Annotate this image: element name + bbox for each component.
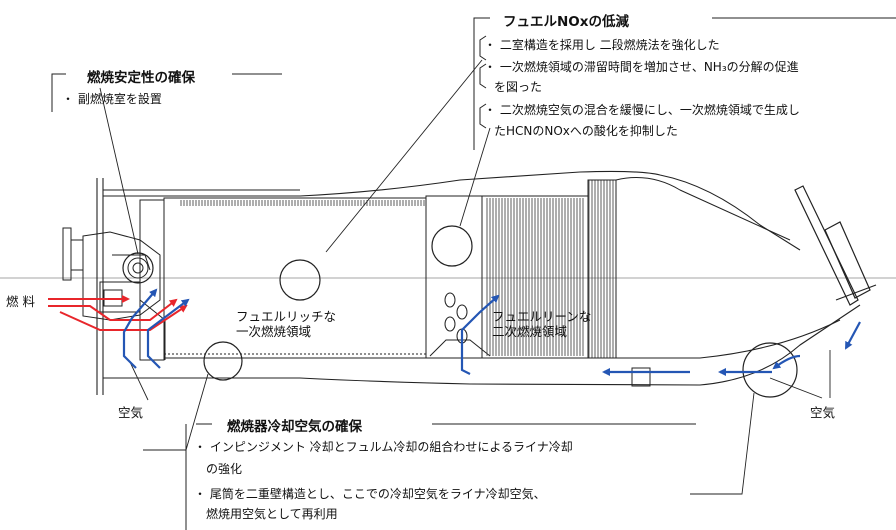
exit-frame — [794, 185, 877, 306]
highlight-circles — [122, 225, 798, 398]
cooling-item: ・ インピンジメント 冷却とフュルム冷却の組合わせによるライナ冷却 — [194, 440, 573, 454]
pedestal — [631, 367, 651, 387]
stability-callout-title: 燃焼安定性の確保 — [82, 66, 200, 86]
nox-item: ・ 二室構造を採用し 二段燃焼法を強化した — [484, 38, 720, 52]
air-flow-arrows — [122, 288, 861, 376]
nox-item: を図った — [494, 80, 543, 94]
cooling-item: の強化 — [206, 462, 243, 476]
nox-item: ・ 一次燃焼領域の滞留時間を増加させ、NH₃の分解の促進 — [484, 60, 799, 74]
rich-zone-label: フュエルリッチな — [236, 309, 337, 324]
nox-callout-title: フュエルNOxの低減 — [498, 10, 634, 30]
leader-lines — [99, 59, 831, 495]
nox-item: ・ 二次燃焼空気の混合を緩慢にし、一次燃焼領域で生成し — [484, 103, 800, 117]
stability-item: ・ 副燃焼室を設置 — [62, 92, 162, 106]
fuel-label: 燃 料 — [6, 294, 35, 309]
cooling-item: 燃焼用空気として再利用 — [206, 507, 338, 521]
rich-zone-label: 一次燃焼領域 — [236, 324, 312, 339]
sub-combustion-chamber — [139, 199, 166, 361]
lean-zone-label: フュエルリーンな — [492, 309, 592, 324]
cooling-callout-title: 燃焼器冷却空気の確保 — [222, 415, 367, 435]
air-label-right: 空気 — [810, 405, 836, 420]
nox-item: たHCNのNOxへの酸化を抑制した — [494, 124, 678, 138]
cooling-item: ・ 尾筒を二重壁構造とし、ここでの冷却空気をライナ冷却空気、 — [194, 487, 546, 501]
lean-zone-label: 二次燃焼領域 — [492, 324, 568, 339]
callout-frames — [51, 17, 896, 530]
air-label-left: 空気 — [118, 405, 144, 420]
mixing-section — [425, 195, 491, 359]
secondary-liner — [481, 177, 841, 359]
